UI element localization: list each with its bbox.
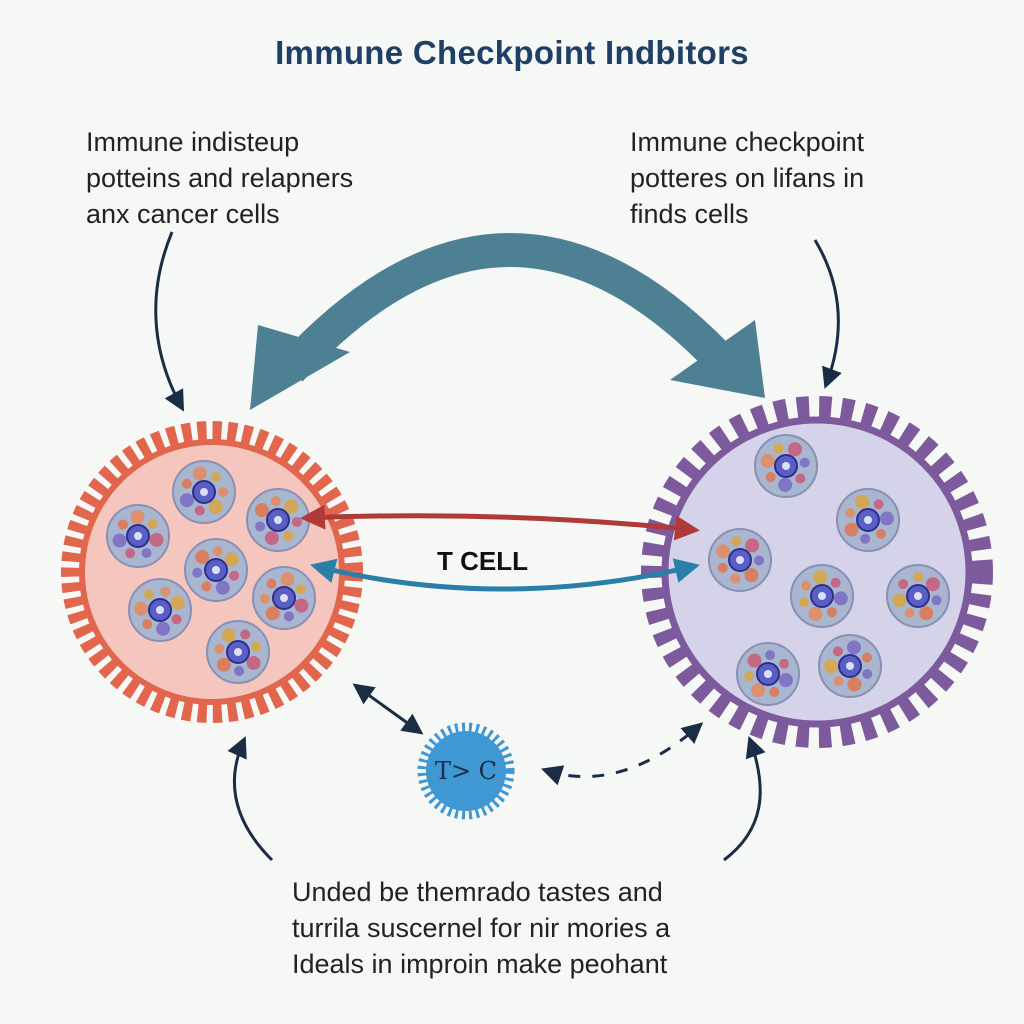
caption-left-line: anx cancer cells bbox=[86, 199, 280, 229]
nucleus bbox=[206, 620, 270, 684]
nucleus bbox=[818, 634, 882, 698]
diagram-title: Immune Checkpoint Indbitors bbox=[275, 34, 749, 71]
caption-left-line: potteins and relapners bbox=[86, 163, 354, 193]
caption-right: Immune checkpoint potteres on lifans in … bbox=[630, 124, 864, 232]
caption-left-line: Immune indisteup bbox=[86, 127, 300, 157]
caption-left: Immune indisteup potteins and relapners … bbox=[86, 124, 353, 232]
small-cell-label: T> C bbox=[434, 757, 498, 785]
nucleus bbox=[836, 488, 900, 552]
nucleus bbox=[708, 528, 772, 592]
binding-arc-arrow bbox=[250, 233, 765, 410]
dashed-arrow bbox=[541, 722, 704, 786]
nucleus bbox=[736, 642, 800, 706]
nucleus bbox=[754, 434, 818, 498]
red-signal-arrow bbox=[300, 504, 700, 541]
left-pointer-arrow bbox=[154, 231, 185, 412]
small-t-cell bbox=[417, 722, 515, 820]
nucleus bbox=[184, 538, 248, 602]
t-cell-label: T CELL bbox=[437, 546, 528, 576]
nucleus bbox=[128, 578, 192, 642]
nucleus bbox=[106, 504, 170, 568]
right-pointer-arrow bbox=[813, 239, 842, 389]
caption-bottom: Unded be themrado tastes and turrila sus… bbox=[292, 874, 670, 982]
nucleus bbox=[790, 564, 854, 628]
bottom-left-pointer-arrow bbox=[227, 736, 274, 862]
caption-right-line: potteres on lifans in bbox=[630, 163, 865, 193]
cell-nuclei bbox=[106, 434, 950, 706]
nucleus bbox=[252, 566, 316, 630]
caption-bottom-line: Unded be themrado tastes and bbox=[292, 877, 663, 907]
small-cell-arrow bbox=[352, 683, 424, 735]
bottom-right-pointer-arrow bbox=[723, 736, 766, 862]
nucleus bbox=[172, 460, 236, 524]
caption-bottom-line: Ideals in improin make peohant bbox=[292, 949, 668, 979]
nucleus bbox=[886, 564, 950, 628]
caption-right-line: finds cells bbox=[630, 199, 749, 229]
nucleus bbox=[246, 488, 310, 552]
caption-right-line: Immune checkpoint bbox=[630, 127, 865, 157]
blue-signal-arrow bbox=[310, 558, 700, 592]
caption-bottom-line: turrila suscernel for nir mories a bbox=[292, 913, 671, 943]
